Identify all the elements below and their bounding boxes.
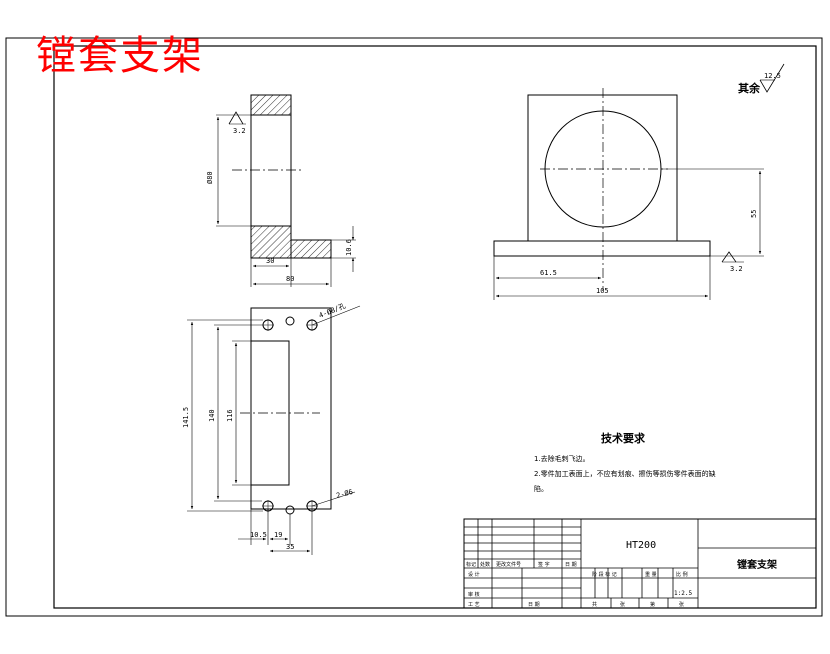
design-label: 设 计 — [468, 571, 480, 578]
dim-61-5: 61.5 — [540, 269, 557, 277]
dim-105: 105 — [596, 287, 609, 295]
dim-141-5: 141.5 — [182, 407, 190, 428]
dim-35: 35 — [286, 543, 294, 551]
sheet-no: 第 — [650, 601, 655, 608]
dim-30: 30 — [266, 257, 274, 265]
surface-note-value: 12.5 — [764, 72, 781, 80]
stage-label: 阶 段 标 记 — [592, 571, 617, 578]
title-block — [463, 518, 817, 609]
surface-note-label: 其余 — [738, 81, 761, 95]
front-section-view — [216, 94, 356, 287]
tech-line-1: 1.去除毛刺飞边。 — [534, 454, 590, 463]
tech-line-2: 2.零件加工表面上，不应有划痕、擦伤等损伤零件表面的缺 — [534, 469, 716, 478]
dim-55: 55 — [750, 210, 758, 218]
dim-diameter: Ø80 — [206, 171, 214, 184]
header-change: 更改文件号 — [496, 561, 521, 568]
roughness-label-1: 3.2 — [233, 127, 246, 135]
dim-10-6: 10.6 — [345, 239, 353, 256]
weight-label: 重 量 — [645, 571, 657, 578]
drawing-overlay-title: 镗套支架 — [36, 33, 204, 79]
scale-value: 1:2.5 — [674, 590, 692, 597]
top-view — [187, 305, 361, 555]
side-view — [493, 63, 785, 300]
craft-label: 工 艺 — [468, 602, 480, 608]
audit-label: 审 核 — [468, 591, 480, 598]
sheet-total-unit: 张 — [620, 601, 625, 608]
dim-116: 116 — [226, 409, 234, 422]
inner-border — [53, 45, 817, 609]
dim-10-5: 10.5 — [250, 531, 267, 539]
dim-19: 19 — [274, 531, 282, 539]
tech-line-3: 陷。 — [534, 484, 548, 493]
header-count: 处数 — [480, 561, 490, 568]
header-date: 日 期 — [565, 562, 577, 568]
tech-heading: 技术要求 — [601, 431, 646, 445]
outer-border — [5, 37, 823, 617]
dim-80: 80 — [286, 275, 294, 283]
part-name-label: 镗套支架 — [737, 558, 777, 571]
dim-140: 140 — [208, 409, 216, 422]
dim-holes-2: 2-Ø6 — [335, 488, 353, 500]
header-sign: 签 字 — [538, 561, 550, 568]
sheet-total: 共 — [592, 601, 597, 608]
material-label: HT200 — [626, 540, 656, 551]
sheet-no-unit: 张 — [679, 601, 684, 608]
date-label: 日 期 — [528, 602, 540, 608]
roughness-label-2: 3.2 — [730, 265, 743, 273]
header-mark: 标记 — [466, 561, 476, 568]
scale-label: 比 例 — [676, 571, 688, 578]
